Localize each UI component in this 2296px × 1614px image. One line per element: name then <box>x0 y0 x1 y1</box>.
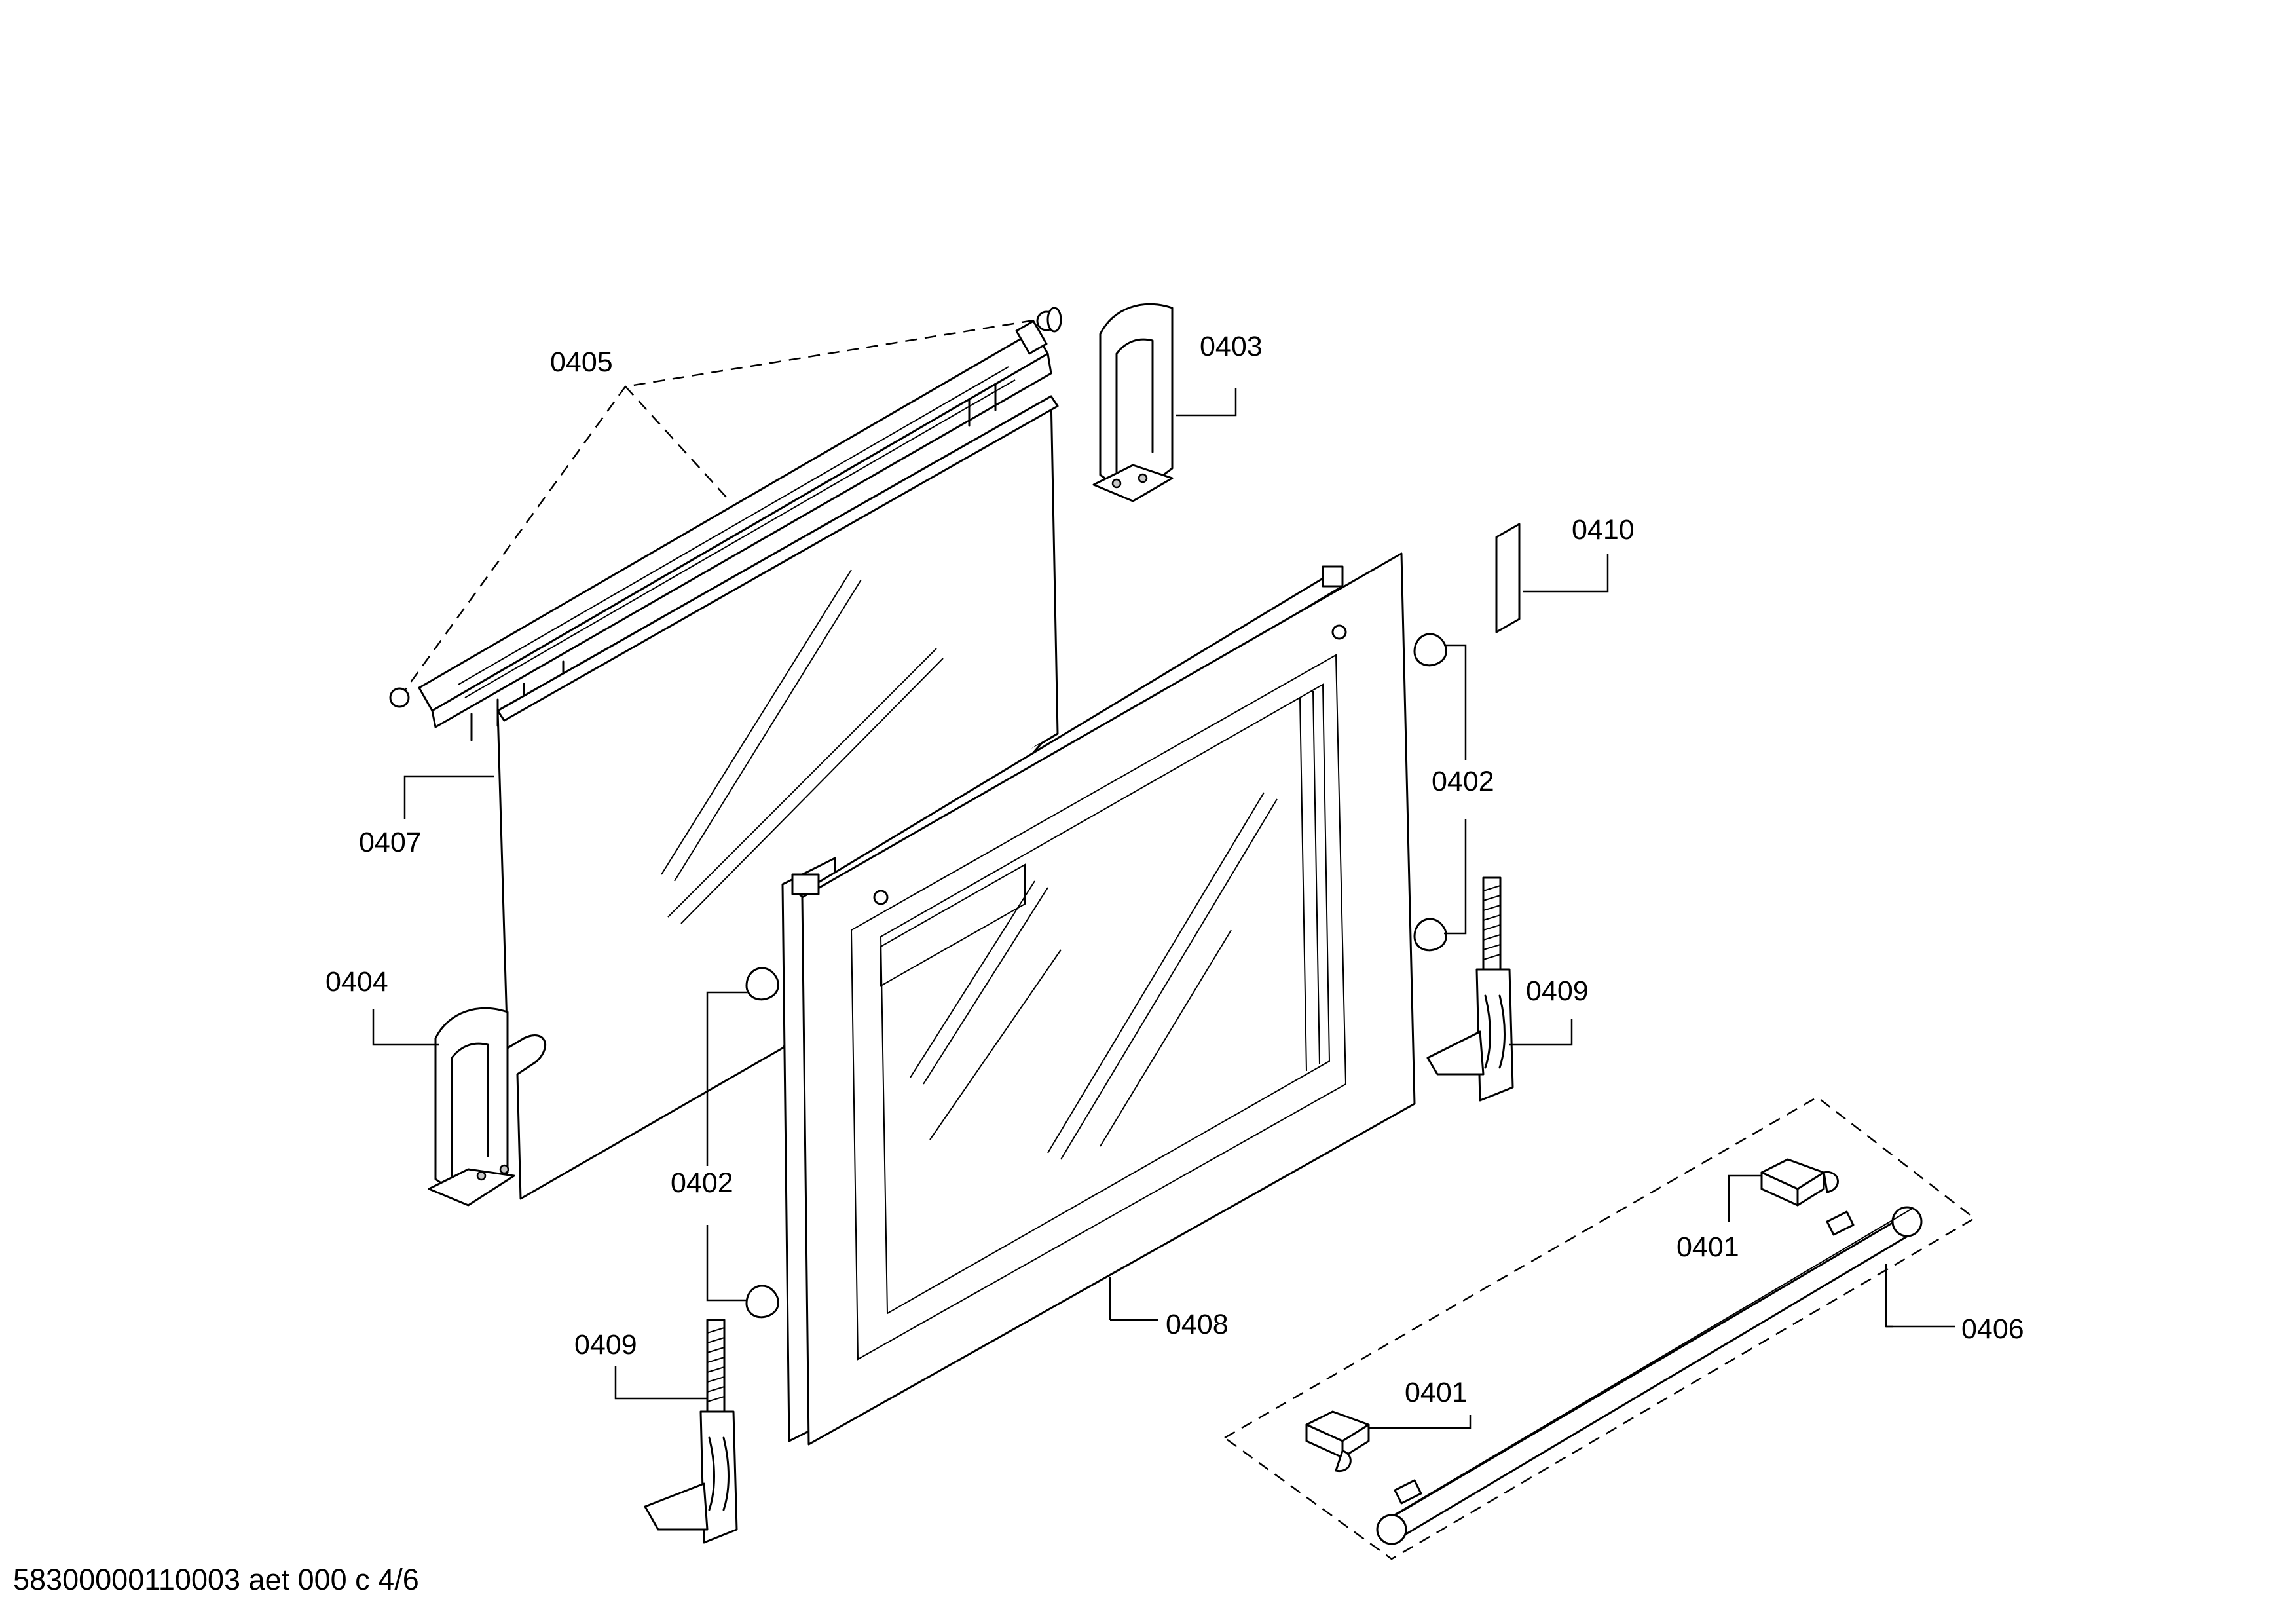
label-0402-left: 0402 <box>671 1167 733 1199</box>
label-0410: 0410 <box>1572 514 1635 546</box>
label-0405: 0405 <box>550 347 613 378</box>
top-rail-0405 <box>389 307 1062 741</box>
side-bracket-0403 <box>1092 303 1174 502</box>
hinge-left-0409 <box>644 1319 738 1544</box>
outer-door-0408 <box>781 552 1416 1446</box>
bump-stops-0402 <box>745 633 1447 1319</box>
strip-part-0410 <box>1495 523 1521 633</box>
label-0408: 0408 <box>1166 1309 1229 1340</box>
label-0406: 0406 <box>1961 1313 2024 1345</box>
hinge-right-0409 <box>1426 876 1514 1102</box>
label-0407: 0407 <box>359 827 422 858</box>
label-0404: 0404 <box>325 966 388 998</box>
label-0403: 0403 <box>1200 331 1263 362</box>
label-0409-right: 0409 <box>1526 975 1589 1007</box>
label-0402-right: 0402 <box>1432 766 1494 797</box>
label-0409-left: 0409 <box>574 1329 637 1361</box>
leader-lines <box>372 388 1955 1429</box>
footer-drawing-id: 58300000110003 aet 000 c 4/6 <box>13 1563 419 1596</box>
label-0401-right: 0401 <box>1676 1231 1739 1263</box>
label-0401-left: 0401 <box>1405 1377 1468 1408</box>
handle-caps-0401 <box>1305 1158 1839 1472</box>
handle-group-0406 <box>1223 1096 1976 1560</box>
side-bracket-0404 <box>428 1007 515 1207</box>
